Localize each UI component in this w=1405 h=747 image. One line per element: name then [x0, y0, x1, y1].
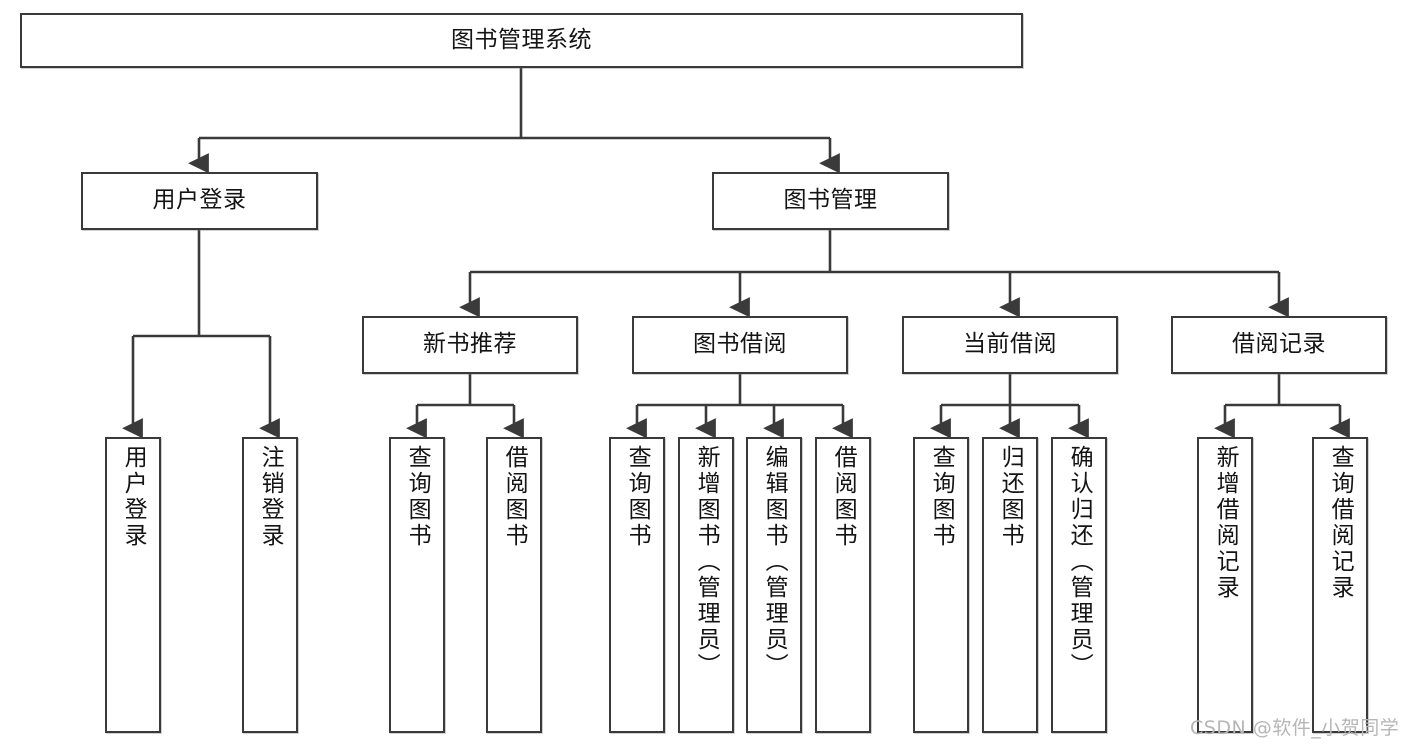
node-root-book-management-system[interactable]: 图书管理系统	[20, 13, 1023, 68]
node-label: 新增借阅记录	[1212, 445, 1239, 601]
node-label: 新书推荐	[423, 331, 517, 358]
node-borrow-record[interactable]: 借阅记录	[1171, 316, 1387, 374]
node-user-login[interactable]: 用户登录	[81, 172, 318, 230]
node-label: 确认归还（管理员）	[1066, 445, 1093, 679]
node-label: 查询图书	[404, 445, 431, 549]
node-label: 归还图书	[997, 445, 1024, 549]
node-leaf-query-book-1[interactable]: 查询图书	[389, 437, 445, 733]
node-label: 查询图书	[624, 445, 651, 549]
node-current-borrow[interactable]: 当前借阅	[902, 316, 1118, 374]
node-label: 图书管理	[783, 187, 878, 214]
node-label: 借阅记录	[1232, 331, 1326, 358]
node-label: 用户登录	[120, 445, 147, 549]
node-leaf-confirm-return[interactable]: 确认归还（管理员）	[1051, 437, 1107, 733]
node-label: 注销登录	[257, 445, 284, 549]
node-leaf-add-record[interactable]: 新增借阅记录	[1197, 437, 1253, 733]
node-book-management[interactable]: 图书管理	[712, 172, 949, 230]
node-leaf-edit-book[interactable]: 编辑图书（管理员）	[746, 437, 802, 733]
node-leaf-add-book[interactable]: 新增图书（管理员）	[678, 437, 734, 733]
node-leaf-query-book-2[interactable]: 查询图书	[609, 437, 665, 733]
node-leaf-borrow-book-2[interactable]: 借阅图书	[815, 437, 871, 733]
node-label: 借阅图书	[830, 445, 857, 549]
node-label: 编辑图书（管理员）	[761, 445, 788, 679]
node-new-book-recommend[interactable]: 新书推荐	[362, 316, 578, 374]
node-label: 查询借阅记录	[1327, 445, 1354, 601]
node-leaf-return-book[interactable]: 归还图书	[982, 437, 1038, 733]
node-leaf-query-record[interactable]: 查询借阅记录	[1312, 437, 1368, 733]
node-book-borrow[interactable]: 图书借阅	[632, 316, 848, 374]
node-label: 查询图书	[928, 445, 955, 549]
node-label: 借阅图书	[501, 445, 528, 549]
node-label: 用户登录	[152, 187, 247, 214]
node-leaf-query-book-3[interactable]: 查询图书	[913, 437, 969, 733]
node-leaf-user-login[interactable]: 用户登录	[105, 437, 161, 733]
node-leaf-borrow-book-1[interactable]: 借阅图书	[486, 437, 542, 733]
node-label: 图书借阅	[693, 331, 787, 358]
node-label: 图书管理系统	[451, 26, 592, 53]
node-leaf-user-logout[interactable]: 注销登录	[242, 437, 298, 733]
node-label: 新增图书（管理员）	[693, 445, 720, 679]
node-label: 当前借阅	[963, 331, 1057, 358]
